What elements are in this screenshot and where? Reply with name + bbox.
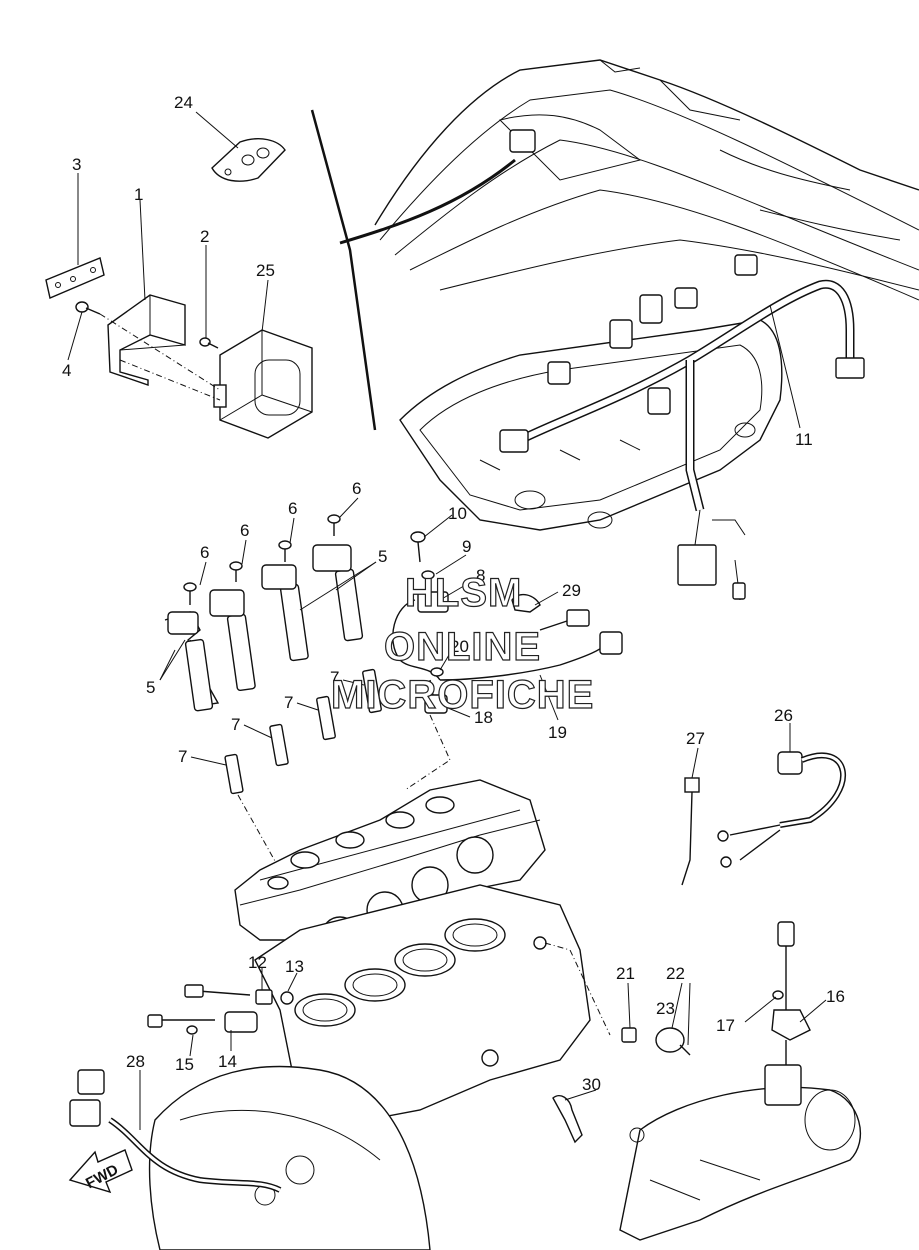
watermark: HLSM ONLINE MICROFICHE xyxy=(330,570,594,717)
clamp-29 xyxy=(511,593,541,613)
callout-7d: 7 xyxy=(178,747,187,766)
sensor-21 xyxy=(621,1027,637,1043)
callout-21: 21 xyxy=(616,964,635,983)
hull-deck-illustration xyxy=(310,59,919,431)
engine-bay-pan xyxy=(399,319,783,531)
callout-7b: 7 xyxy=(284,693,293,712)
engine-block xyxy=(254,884,591,1126)
ignition-coil-5b xyxy=(209,589,256,692)
callout-6b: 6 xyxy=(288,499,297,518)
callout-30: 30 xyxy=(582,1075,601,1094)
key-fob-24 xyxy=(211,138,286,182)
callout-27: 27 xyxy=(686,729,705,748)
callout-7a: 7 xyxy=(330,668,339,687)
callout-5b: 5 xyxy=(146,678,155,697)
leader-lines xyxy=(67,111,827,1130)
callout-12: 12 xyxy=(248,953,267,972)
fwd-arrow: FWD xyxy=(68,1149,133,1194)
callout-10: 10 xyxy=(448,504,467,523)
callout-28: 28 xyxy=(126,1052,145,1071)
sensor-lead-19 xyxy=(392,591,623,681)
callout-3: 3 xyxy=(72,155,81,174)
callout-6a: 6 xyxy=(352,479,361,498)
callout-6c: 6 xyxy=(240,521,249,540)
ignition-coil-5d xyxy=(312,544,364,642)
callout-15: 15 xyxy=(175,1055,194,1074)
callout-labels: 24 3 1 2 25 4 11 6 6 6 6 10 9 5 8 29 20 … xyxy=(62,93,845,1094)
coil-bolts-6 xyxy=(183,514,341,605)
callout-17: 17 xyxy=(716,1016,735,1035)
wire-harness-11 xyxy=(499,254,865,601)
watermark-line2: ONLINE xyxy=(384,625,541,669)
ecu-25 xyxy=(213,329,313,439)
ignition-coil-5c xyxy=(261,564,309,662)
callout-25: 25 xyxy=(256,261,275,280)
callout-13: 13 xyxy=(285,957,304,976)
screw-2 xyxy=(199,337,219,349)
callout-23: 23 xyxy=(656,999,675,1018)
callout-14: 14 xyxy=(218,1052,237,1071)
callout-22: 22 xyxy=(666,964,685,983)
callout-24: 24 xyxy=(174,93,193,112)
watermark-line1: HLSM xyxy=(405,571,522,615)
exhaust-manifold xyxy=(148,1065,431,1250)
callout-18: 18 xyxy=(474,708,493,727)
callout-7c: 7 xyxy=(231,715,240,734)
callout-19: 19 xyxy=(548,723,567,742)
callout-20: 20 xyxy=(450,637,469,656)
callout-29: 29 xyxy=(562,581,581,600)
callout-26: 26 xyxy=(774,706,793,725)
tie-wrap-27 xyxy=(681,777,700,886)
callout-9: 9 xyxy=(462,537,471,556)
bracket-1 xyxy=(107,294,186,386)
sensor-18-20 xyxy=(424,667,448,714)
callout-6d: 6 xyxy=(200,543,209,562)
callout-5a: 5 xyxy=(378,547,387,566)
ignition-coil-5 xyxy=(164,611,220,712)
callout-8: 8 xyxy=(476,566,485,585)
callout-16: 16 xyxy=(826,987,845,1006)
bolt-4 xyxy=(75,301,101,315)
sensor-14-15 xyxy=(147,1011,258,1035)
callout-2: 2 xyxy=(200,227,209,246)
strap-30 xyxy=(552,1094,583,1144)
harness-26 xyxy=(717,751,847,868)
intake-pipe xyxy=(619,1064,862,1241)
wire-harness-28 xyxy=(69,1069,282,1193)
callout-11: 11 xyxy=(795,430,813,449)
plate-3 xyxy=(45,257,105,299)
spark-plugs-7 xyxy=(224,668,382,795)
bolt-10 xyxy=(410,531,426,563)
sensor-12-13 xyxy=(184,984,294,1005)
switch-22-23 xyxy=(655,1027,691,1056)
watermark-line3: MICROFICHE xyxy=(331,673,594,717)
bolt-9 xyxy=(421,570,435,591)
sensor-16-17 xyxy=(771,921,811,1070)
callout-4: 4 xyxy=(62,361,71,380)
callout-1: 1 xyxy=(134,185,143,204)
